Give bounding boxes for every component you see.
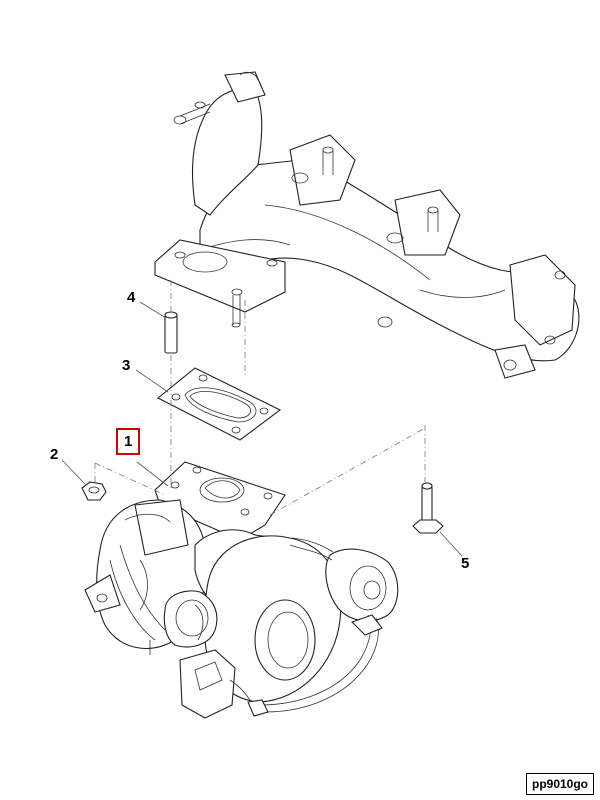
callout-5[interactable]: 5	[461, 555, 470, 572]
drawing-code: pp9010go	[525, 773, 594, 795]
nut-part	[81, 481, 107, 501]
turbocharger-part	[84, 461, 399, 719]
stud-part	[164, 311, 178, 354]
callout-1-selected[interactable]: 1	[116, 428, 141, 455]
alignment-lines	[94, 280, 426, 516]
callout-2[interactable]: 2	[50, 446, 59, 463]
callout-4[interactable]: 4	[127, 289, 136, 306]
exhaust-manifold	[154, 71, 580, 379]
bolt-part	[412, 482, 444, 534]
callout-3[interactable]: 3	[122, 357, 131, 374]
leader-lines	[61, 301, 463, 557]
gasket-part	[156, 367, 282, 441]
